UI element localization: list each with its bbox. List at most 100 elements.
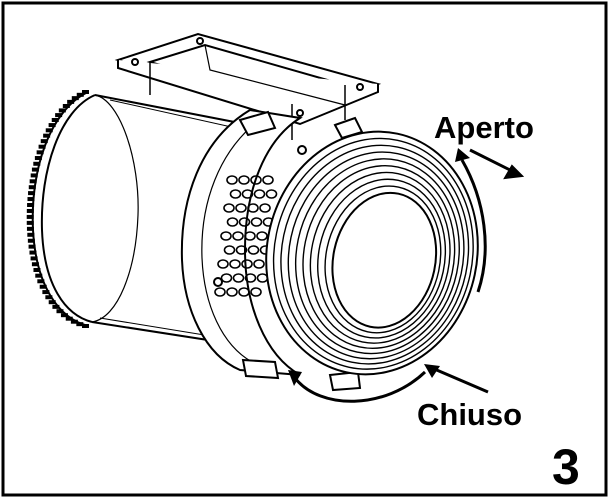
gear-tooth <box>45 295 53 300</box>
gear-tooth <box>56 309 64 314</box>
vent-hole <box>253 189 266 199</box>
gear-tooth <box>82 90 89 94</box>
gear-tooth <box>29 179 37 184</box>
intake-ring-line <box>272 137 474 370</box>
close-arrow-head <box>424 364 440 378</box>
vent-hole <box>223 203 235 213</box>
vent-hole <box>250 217 263 227</box>
gear-tooth <box>48 300 56 305</box>
vent-hole <box>241 189 254 199</box>
vent-hole <box>232 231 244 241</box>
gear-tooth <box>43 133 51 138</box>
vent-hole <box>244 231 256 241</box>
vent-hole <box>217 259 229 269</box>
vent-hole <box>244 273 257 283</box>
intake-ring-line <box>309 171 451 344</box>
vent-hole <box>223 245 236 255</box>
intake-ring-line <box>294 158 460 355</box>
gear-tooth <box>45 128 53 133</box>
vent-hole <box>235 245 248 255</box>
intake-ring-line <box>280 144 470 365</box>
gear-tooth <box>31 262 39 267</box>
vent-hole <box>220 273 233 283</box>
gear-tooth <box>62 103 70 108</box>
intake-ring-line <box>331 191 438 329</box>
gear-tooth <box>27 238 35 243</box>
gear-tooth <box>39 284 47 289</box>
vent-hole <box>229 189 242 199</box>
gear-tooth <box>28 244 36 249</box>
label-closed: Chiuso <box>417 397 522 432</box>
gear-tooth <box>67 99 75 104</box>
gear-tooth <box>37 279 45 284</box>
gear-tooth <box>27 197 35 202</box>
open-arrow-head <box>455 148 470 162</box>
gear-tooth <box>40 139 48 144</box>
vent-hole <box>238 287 250 297</box>
vent-hole <box>259 203 271 213</box>
vent-hole <box>250 287 262 297</box>
gear-tooth <box>38 144 46 149</box>
gear-tooth <box>52 304 60 309</box>
gear-tooth <box>70 319 78 324</box>
gear-tooth <box>76 322 84 327</box>
intake-ring-line <box>302 164 456 350</box>
vent-hole <box>247 203 259 213</box>
gear-tooth <box>65 316 73 321</box>
gear-tooth <box>28 185 36 190</box>
gear-tooth <box>26 226 34 231</box>
gear-tooth <box>30 173 38 178</box>
vent-hole <box>226 287 238 297</box>
gear-tooth <box>34 156 42 161</box>
vent-hole <box>247 245 260 255</box>
gear-tooth <box>36 150 44 155</box>
gear-tooth <box>33 161 41 166</box>
vent-hole <box>238 217 251 227</box>
rotation-arrow-close <box>293 366 489 403</box>
gear-tooth <box>28 191 36 196</box>
gear-tooth <box>31 167 39 172</box>
gear-tooth <box>76 92 84 97</box>
gear-tooth <box>26 220 34 225</box>
vent-hole <box>232 273 245 283</box>
vent-hole <box>250 175 262 185</box>
vent-hole <box>262 175 274 185</box>
gear-tooth <box>30 256 38 261</box>
gear-tooth <box>42 290 50 295</box>
gear-tooth <box>60 313 68 318</box>
figure-number: 3 <box>552 439 580 495</box>
gear-tooth <box>27 203 35 208</box>
intake-ring-line <box>324 185 442 334</box>
intake-concentric-rings <box>272 137 474 370</box>
vent-hole <box>265 189 278 199</box>
gear-tooth <box>27 232 35 237</box>
label-open: Aperto <box>434 110 534 145</box>
vent-hole <box>220 231 232 241</box>
vent-hole <box>229 259 241 269</box>
gear-tooth <box>33 267 41 272</box>
gear-tooth <box>48 123 56 128</box>
vent-mesh <box>214 175 278 297</box>
gear-tooth <box>55 113 63 118</box>
vent-hole <box>226 217 239 227</box>
vent-hole <box>241 259 253 269</box>
gear-tooth <box>58 108 66 113</box>
vent-hole <box>253 259 265 269</box>
mounting-flange <box>114 32 382 140</box>
intake-ring-line <box>287 151 465 360</box>
vent-hole <box>256 231 268 241</box>
curved-arrow-up-right-icon <box>503 164 525 180</box>
gear-tooth <box>71 96 79 101</box>
gear-tooth <box>26 208 34 213</box>
vent-hole <box>226 175 238 185</box>
gear-tooth <box>51 117 59 122</box>
vent-hole <box>214 287 226 297</box>
gear-teeth-marks <box>26 90 89 328</box>
gear-tooth <box>82 324 89 328</box>
gear-tooth <box>35 273 43 278</box>
gear-tooth <box>26 214 34 219</box>
gear-tooth <box>29 250 37 255</box>
vent-hole <box>235 203 247 213</box>
vent-hole <box>238 175 250 185</box>
